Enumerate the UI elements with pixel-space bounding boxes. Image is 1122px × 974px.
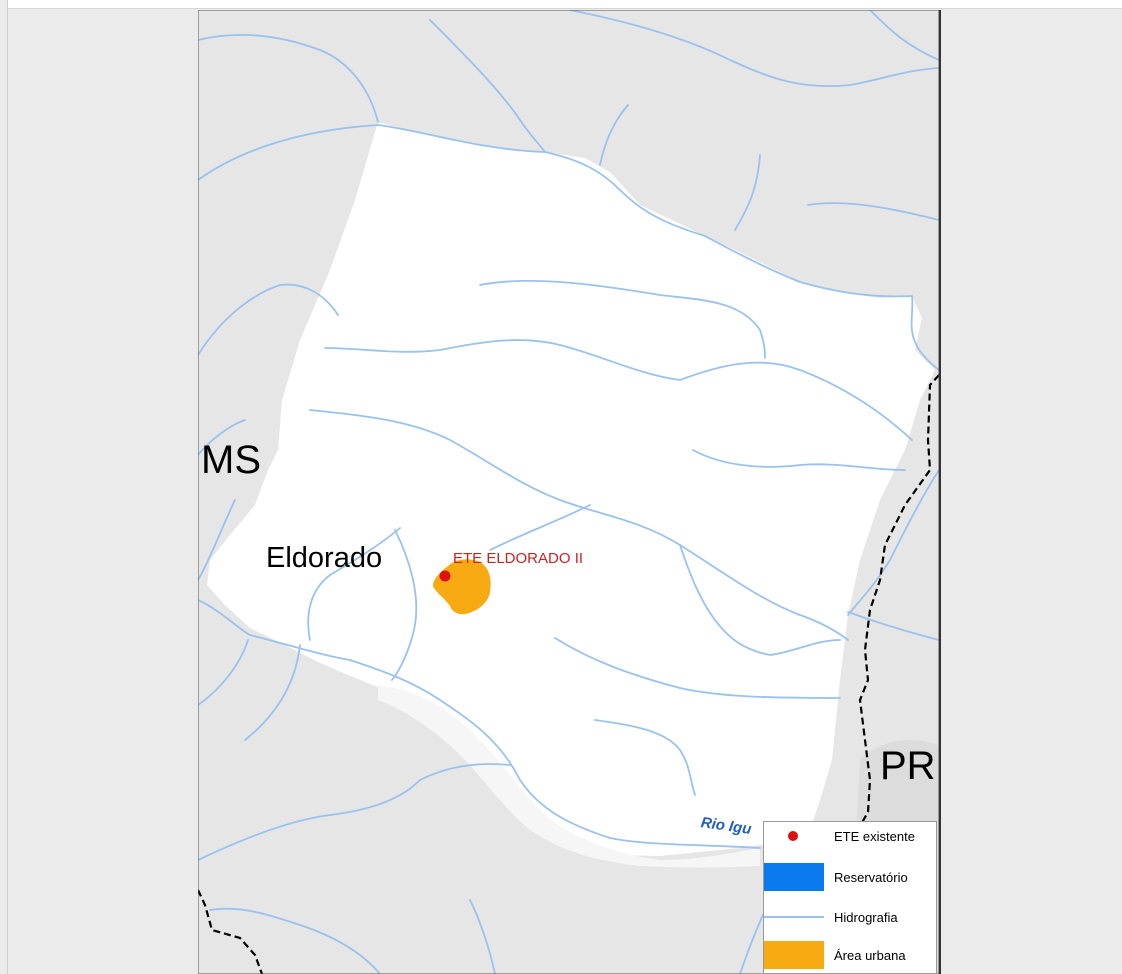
hydrography <box>198 10 939 974</box>
municipality-area <box>207 122 935 856</box>
state-label-pr: PR <box>880 744 936 788</box>
legend-item-reservoir: Reservatório <box>764 858 936 896</box>
legend-label-ete: ETE existente <box>834 829 915 844</box>
legend-label-hydrography: Hidrografia <box>834 910 898 925</box>
state-label-ms: MS <box>201 438 261 482</box>
frame-left-panel <box>0 0 8 974</box>
red-dot-icon <box>788 831 798 841</box>
municipality-buffer <box>378 685 760 868</box>
city-label-eldorado: Eldorado <box>266 542 383 574</box>
facility-label: ETE ELDORADO II <box>453 550 584 567</box>
blue-rect-icon <box>764 863 824 891</box>
legend-item-hydrography: Hidrografia <box>764 898 936 936</box>
legend-label-urban: Área urbana <box>834 948 906 963</box>
state-border-pr <box>834 374 939 861</box>
frame-top-border <box>0 0 1122 9</box>
legend-item-ete: ETE existente <box>764 822 936 860</box>
map-legend: ETE existente Reservatório Hidrografia Á… <box>763 821 937 974</box>
ete-eldorado-ii-point[interactable] <box>439 570 451 582</box>
legend-item-urban: Área urbana <box>764 936 936 974</box>
state-border-sw <box>198 889 264 974</box>
legend-label-reservoir: Reservatório <box>834 870 908 885</box>
orange-rect-icon <box>764 941 824 969</box>
line-icon <box>764 916 824 918</box>
